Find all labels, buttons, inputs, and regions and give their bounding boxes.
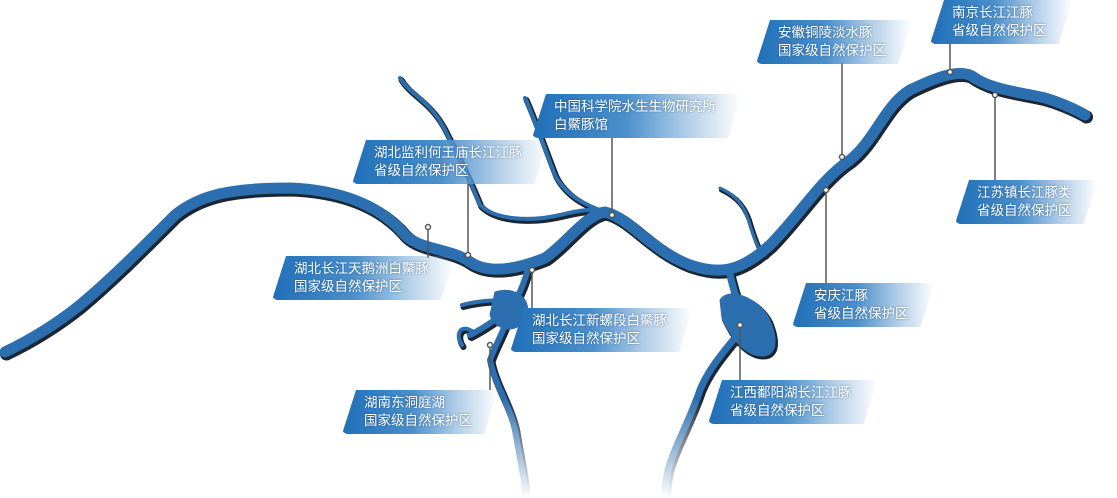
label-line1: 湖南东洞庭湖: [364, 395, 445, 411]
label-line1: 江苏镇长江豚类: [977, 185, 1072, 201]
location-pins: [424, 42, 999, 390]
label-line2: 白鱀豚馆: [554, 117, 608, 133]
label-dongting[interactable]: 湖南东洞庭湖国家级自然保护区: [342, 390, 498, 434]
label-line1: 南京长江江豚: [952, 5, 1033, 21]
label-line2: 省级自然保护区: [374, 163, 469, 179]
label-xinluo[interactable]: 湖北长江新螺段白鱀豚国家级自然保护区: [510, 308, 693, 352]
label-tianezhou[interactable]: 湖北长江天鹅洲白鱀豚国家级自然保护区: [272, 256, 455, 300]
pin-poyang[interactable]: [736, 321, 744, 329]
label-tongling[interactable]: 安徽铜陵淡水豚国家级自然保护区: [756, 20, 912, 64]
label-zhenjiang[interactable]: 江苏镇长江豚类省级自然保护区: [955, 180, 1098, 224]
label-line2: 省级自然保护区: [730, 403, 825, 419]
pin-nanjing[interactable]: [946, 68, 954, 76]
label-line2: 省级自然保护区: [977, 203, 1072, 219]
label-anqing[interactable]: 安庆江豚省级自然保护区: [792, 283, 935, 327]
label-line2: 国家级自然保护区: [532, 331, 640, 347]
label-poyang[interactable]: 江西鄱阳湖长江江豚省级自然保护区: [708, 380, 878, 424]
label-line1: 安庆江豚: [814, 288, 868, 304]
label-line2: 国家级自然保护区: [294, 279, 402, 295]
pin-dongting[interactable]: [486, 341, 494, 349]
pin-anqing[interactable]: [822, 186, 830, 194]
label-ihb[interactable]: 中国科学院水生生物研究所白鱀豚馆: [532, 94, 742, 138]
pin-zhenjiang[interactable]: [991, 91, 999, 99]
pin-xinluo[interactable]: [528, 266, 536, 274]
label-line1: 中国科学院水生生物研究所: [554, 99, 716, 115]
label-line1: 湖北长江天鹅洲白鱀豚: [294, 261, 429, 277]
pin-jianli[interactable]: [464, 251, 472, 259]
label-line1: 湖北监利何王庙长江江豚: [374, 145, 523, 161]
label-jianli[interactable]: 湖北监利何王庙长江江豚省级自然保护区: [352, 140, 549, 184]
label-line1: 江西鄱阳湖长江江豚: [730, 385, 852, 401]
label-line2: 国家级自然保护区: [778, 43, 886, 59]
pin-tianezhou[interactable]: [424, 223, 432, 231]
label-line1: 湖北长江新螺段白鱀豚: [532, 313, 667, 329]
label-line1: 安徽铜陵淡水豚: [778, 25, 873, 41]
label-line2: 国家级自然保护区: [364, 413, 472, 429]
pin-tongling[interactable]: [838, 153, 846, 161]
label-nanjing[interactable]: 南京长江江豚省级自然保护区: [930, 0, 1073, 44]
label-line2: 省级自然保护区: [814, 306, 909, 322]
pin-ihb[interactable]: [608, 211, 616, 219]
label-line2: 省级自然保护区: [952, 23, 1047, 39]
